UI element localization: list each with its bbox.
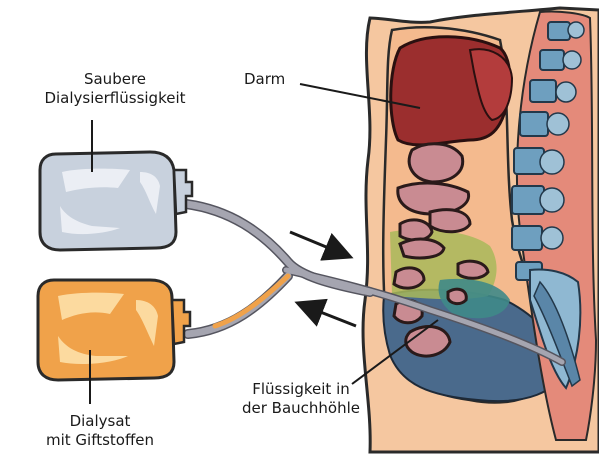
dialysate-bag — [38, 280, 190, 380]
intestine-loop — [430, 210, 470, 232]
vertebral-disc — [563, 51, 581, 69]
inflow-arrow — [290, 232, 348, 256]
vertebral-disc — [540, 150, 564, 174]
intestine-loop — [406, 327, 450, 357]
vertebral-disc — [540, 188, 564, 212]
clean-fluid-bag — [40, 152, 192, 250]
label-abdominal-fluid: Flüssigkeit in der Bauchhöhle — [226, 380, 376, 418]
outflow-arrow — [300, 304, 356, 326]
label-clean-dialysis-fluid: Saubere Dialysierflüssigkeit — [40, 70, 190, 108]
intestine-loop — [398, 183, 469, 214]
vertebral-disc — [568, 22, 584, 38]
vertebra — [520, 112, 548, 136]
vertebral-disc — [556, 82, 576, 102]
vertebra — [512, 186, 544, 214]
dialysate-tube — [188, 276, 288, 334]
vertebral-disc — [547, 113, 569, 135]
vertebra — [548, 22, 570, 40]
intestine-loop — [394, 268, 424, 288]
intestine-loop — [400, 239, 444, 258]
label-dialysate-with-toxins: Dialysat mit Giftstoffen — [20, 412, 180, 450]
label-intestine: Darm — [244, 70, 296, 89]
intestine-loop — [400, 220, 432, 240]
intestine-loop — [448, 289, 466, 303]
vertebra — [540, 50, 564, 70]
dialysate-tube-orange-fill — [215, 276, 288, 326]
intestine-loop — [409, 144, 462, 182]
vertebra — [512, 226, 542, 250]
vertebra — [530, 80, 556, 102]
vertebral-disc — [541, 227, 563, 249]
clean-fluid-tube-fill — [186, 204, 370, 292]
intestine-loop — [458, 261, 488, 278]
